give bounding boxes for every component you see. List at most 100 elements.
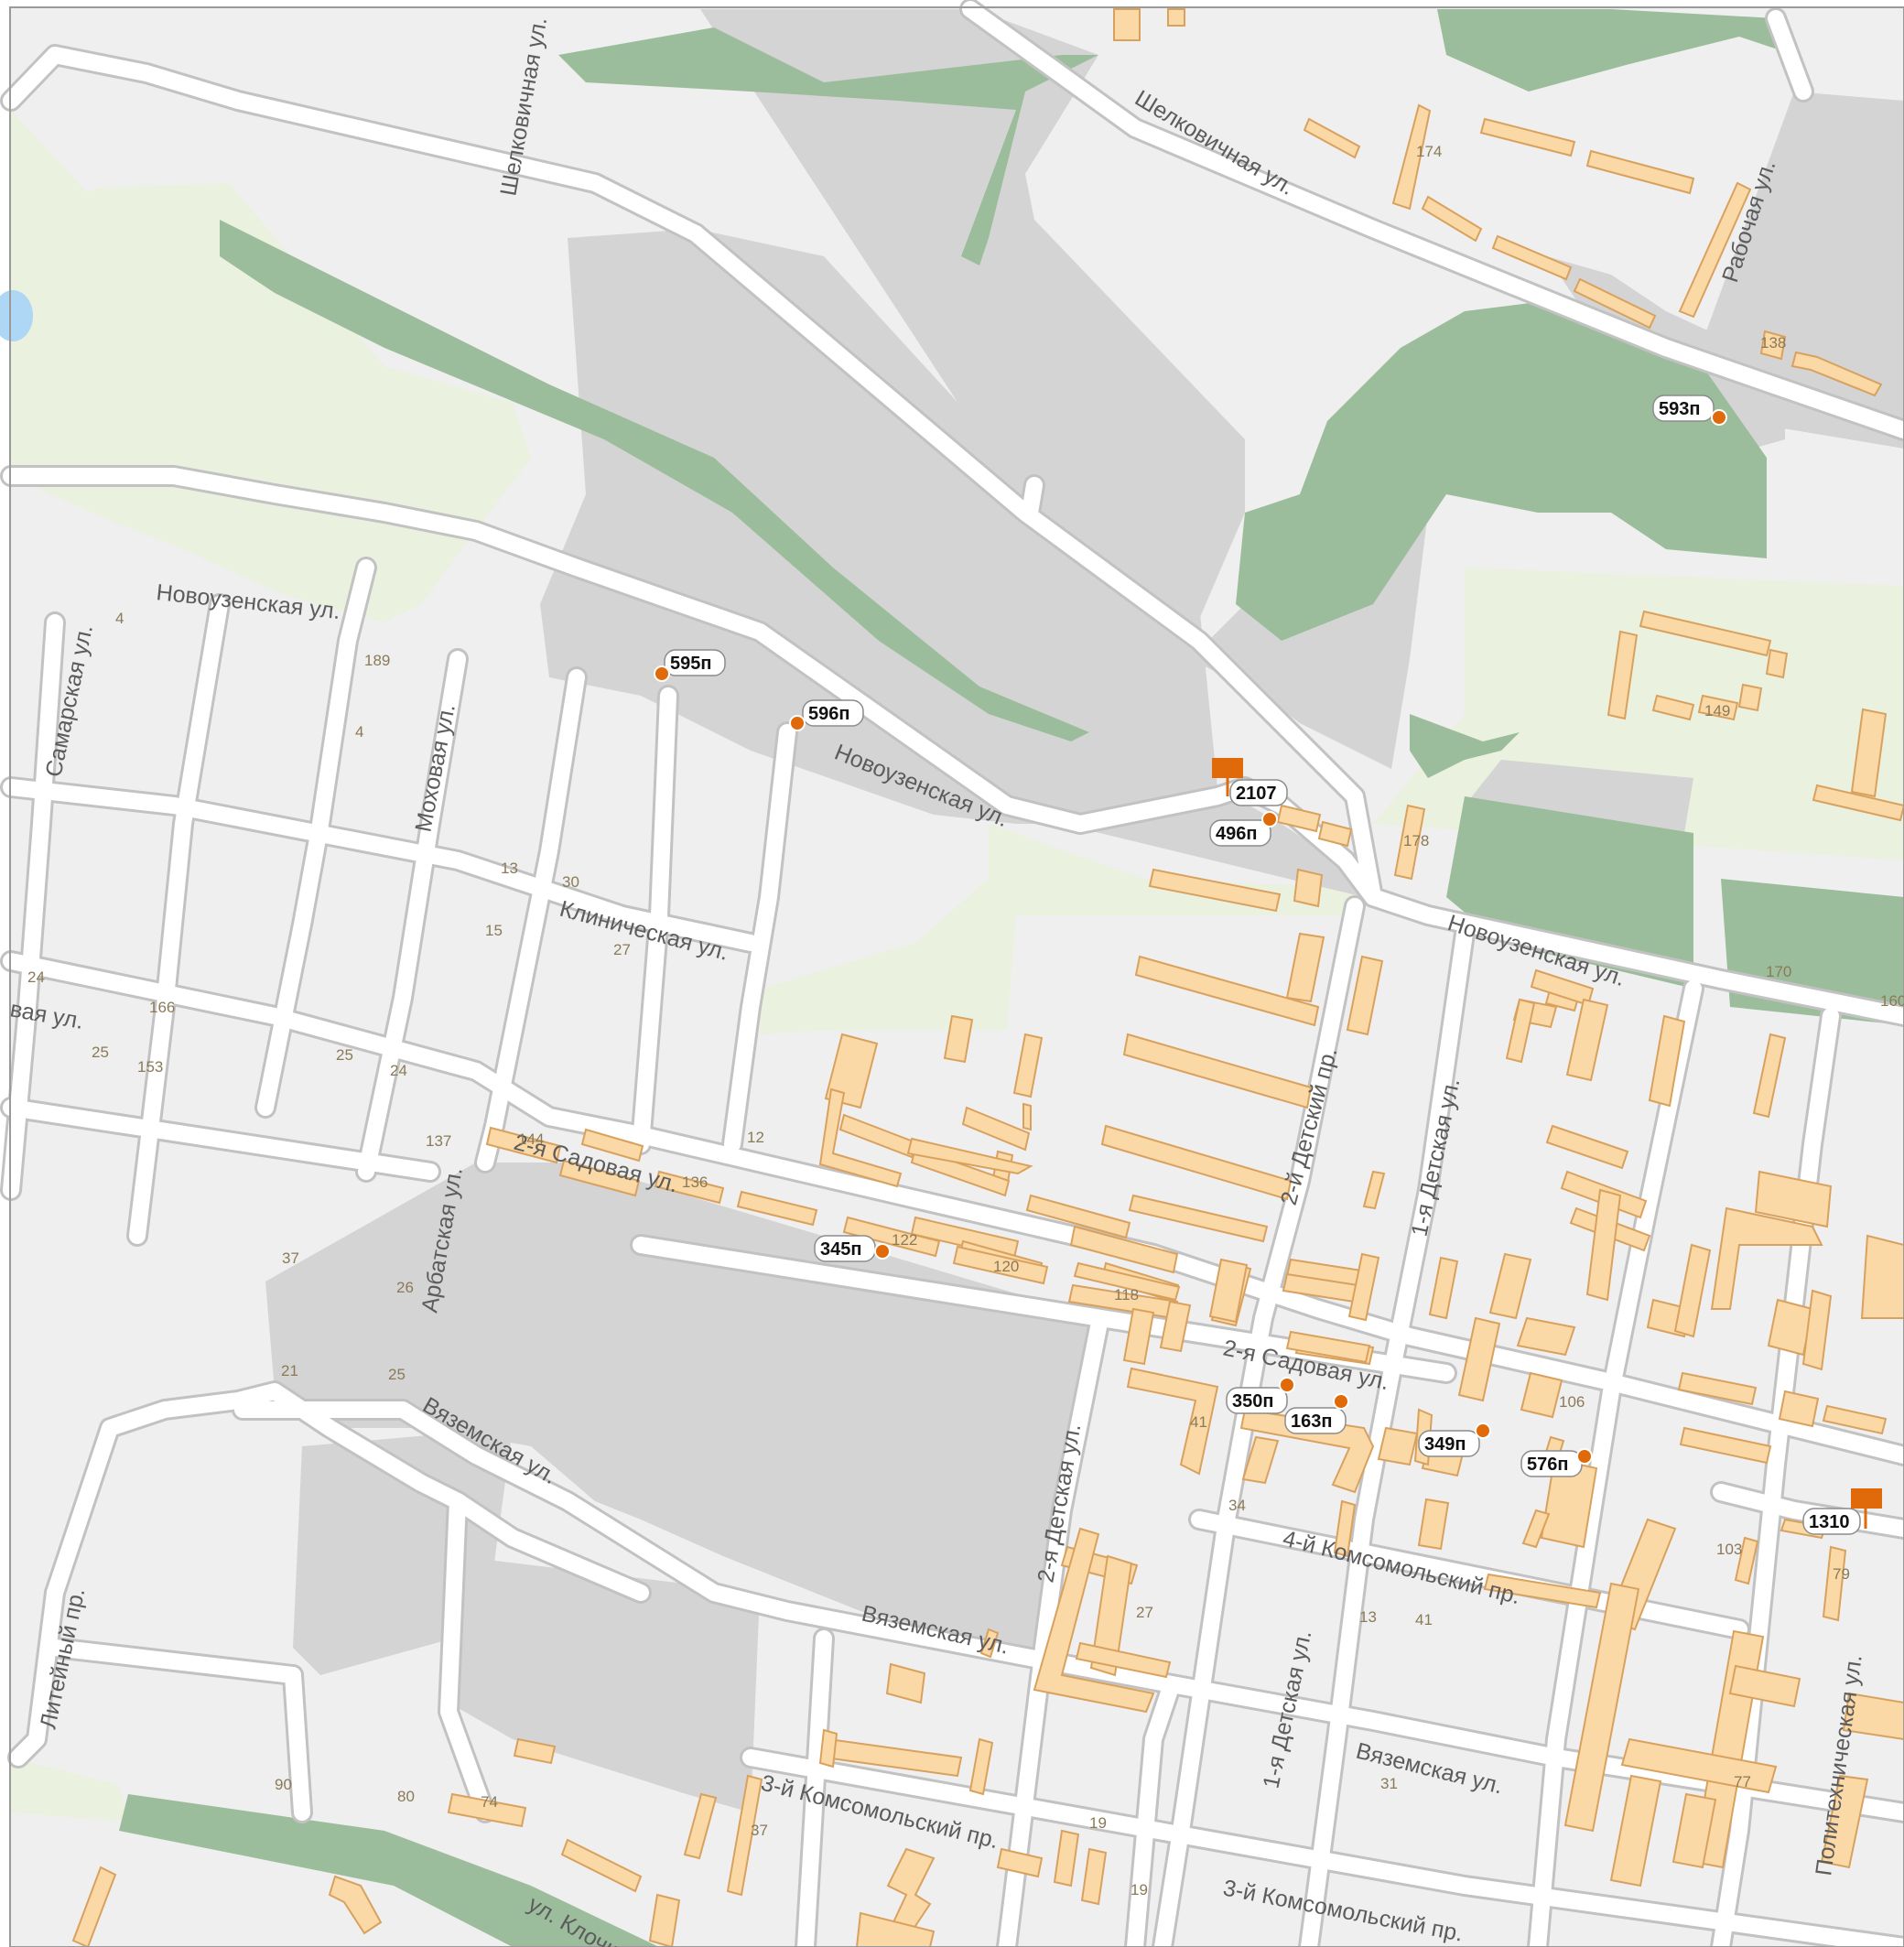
building[interactable] [1671, 1792, 1717, 1869]
building[interactable] [1053, 1829, 1080, 1888]
building[interactable] [1767, 1298, 1814, 1357]
building[interactable] [1022, 1102, 1032, 1131]
building[interactable] [885, 1662, 926, 1704]
building[interactable] [1089, 1554, 1133, 1677]
building[interactable] [1520, 1371, 1563, 1419]
building[interactable] [1679, 1426, 1772, 1465]
building[interactable] [654, 1170, 725, 1205]
building[interactable] [1391, 103, 1432, 211]
building[interactable] [1822, 1545, 1847, 1622]
building[interactable] [952, 1245, 1049, 1285]
building[interactable] [1673, 1243, 1712, 1338]
building[interactable] [842, 1216, 941, 1258]
bus-stop[interactable]: 349п [1418, 1422, 1491, 1457]
building[interactable] [1860, 1234, 1904, 1319]
building[interactable] [1606, 630, 1639, 720]
building[interactable] [1565, 998, 1609, 1082]
building[interactable] [580, 1128, 644, 1163]
building[interactable] [818, 1087, 903, 1188]
building[interactable] [1113, 8, 1141, 41]
building[interactable] [1728, 1664, 1801, 1708]
bus-stop[interactable]: 596п [789, 699, 864, 731]
building[interactable] [1134, 955, 1320, 1027]
building[interactable] [1677, 1371, 1758, 1406]
building[interactable] [513, 1737, 557, 1765]
building[interactable] [1483, 1573, 1602, 1609]
building[interactable] [1737, 683, 1763, 712]
building[interactable] [1333, 1499, 1357, 1558]
building[interactable] [824, 1033, 879, 1109]
building[interactable] [943, 1014, 974, 1064]
building[interactable] [1479, 117, 1576, 157]
bus-stop[interactable]: 595п [654, 649, 726, 682]
building[interactable] [1347, 1252, 1380, 1322]
building[interactable] [1754, 1170, 1833, 1228]
building[interactable] [1585, 149, 1695, 195]
building[interactable] [1585, 1188, 1622, 1302]
building[interactable] [1812, 784, 1904, 822]
building[interactable] [1428, 1256, 1459, 1320]
building[interactable] [1620, 1737, 1778, 1794]
building[interactable] [1393, 804, 1426, 881]
bus-stop[interactable]: 576п [1520, 1448, 1593, 1477]
building[interactable] [1573, 277, 1657, 330]
building[interactable] [979, 1628, 1000, 1659]
building[interactable] [447, 1792, 527, 1828]
building[interactable] [1159, 1300, 1192, 1353]
building[interactable] [1820, 1774, 1869, 1869]
building[interactable] [1276, 804, 1322, 833]
building[interactable] [1648, 1014, 1686, 1108]
building[interactable] [648, 1893, 681, 1947]
building[interactable] [71, 1866, 117, 1947]
building[interactable] [1080, 1847, 1108, 1906]
building[interactable] [1122, 1307, 1155, 1366]
building[interactable] [485, 1126, 562, 1164]
building[interactable] [1012, 1033, 1044, 1098]
building[interactable] [1148, 868, 1282, 913]
building[interactable] [1545, 1124, 1629, 1170]
building[interactable] [1697, 694, 1739, 721]
building[interactable] [1293, 868, 1324, 908]
building[interactable] [1609, 1774, 1662, 1888]
building[interactable] [1491, 234, 1573, 281]
building[interactable] [1710, 1206, 1823, 1310]
bus-stop[interactable]: 496п [1209, 811, 1278, 847]
building[interactable] [1457, 1316, 1501, 1402]
building[interactable] [1377, 1426, 1419, 1466]
building[interactable] [1317, 820, 1353, 848]
building[interactable] [736, 1190, 818, 1227]
building[interactable] [1752, 1033, 1787, 1119]
building[interactable] [1516, 1316, 1576, 1357]
building[interactable] [1126, 1367, 1219, 1476]
building[interactable] [910, 1146, 1011, 1197]
building[interactable] [1678, 181, 1752, 319]
building[interactable] [1100, 1124, 1293, 1201]
building[interactable] [1421, 195, 1483, 243]
flag-marker[interactable]: 1310 [1802, 1488, 1882, 1535]
building[interactable] [1778, 1390, 1820, 1428]
building[interactable] [1241, 1435, 1280, 1485]
building[interactable] [1075, 1641, 1172, 1679]
building[interactable] [838, 1113, 917, 1159]
building[interactable] [906, 1137, 1033, 1175]
building[interactable] [1285, 932, 1325, 1003]
building[interactable] [1842, 1692, 1904, 1741]
bus-stop[interactable]: 163п [1284, 1393, 1349, 1434]
building[interactable] [1303, 117, 1361, 159]
building[interactable] [1734, 1536, 1759, 1585]
building[interactable] [1651, 694, 1695, 721]
building[interactable] [1122, 1033, 1313, 1109]
building[interactable] [558, 1159, 641, 1197]
building[interactable] [1850, 708, 1888, 798]
bus-stop[interactable]: 350п [1226, 1377, 1295, 1414]
building[interactable] [1285, 1330, 1371, 1364]
building[interactable] [855, 1911, 936, 1947]
building[interactable] [1025, 1194, 1131, 1239]
building[interactable] [1346, 955, 1384, 1036]
bus-stop[interactable]: 345п [814, 1235, 891, 1262]
building[interactable] [996, 1847, 1044, 1878]
building[interactable] [1167, 8, 1185, 27]
building[interactable] [1563, 1582, 1640, 1833]
building[interactable] [1639, 610, 1772, 657]
